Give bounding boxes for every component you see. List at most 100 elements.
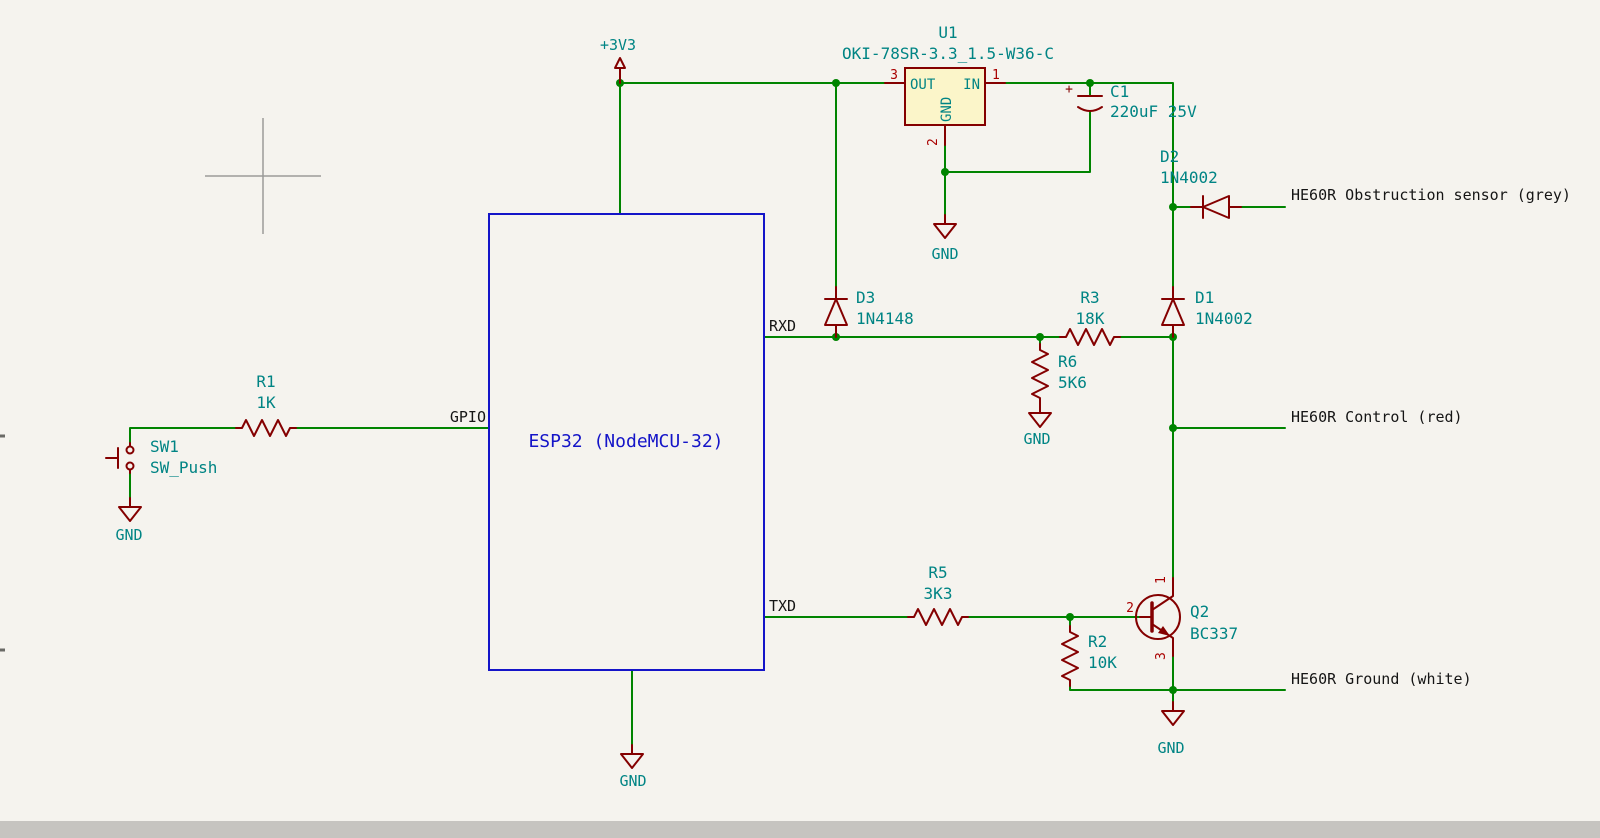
wires[interactable] [129, 82, 1286, 746]
d3-ref: D3 [856, 288, 875, 307]
d1-value: 1N4002 [1195, 309, 1253, 328]
component-d1-diode[interactable]: D1 1N4002 [1161, 286, 1253, 338]
component-r1-resistor[interactable]: R1 1K [235, 372, 297, 437]
component-r5-resistor[interactable]: R5 3K3 [907, 563, 969, 626]
component-d3-diode[interactable]: D3 1N4148 [824, 286, 914, 338]
q2-pin-number-3: 3 [1154, 652, 1169, 660]
r5-ref: R5 [928, 563, 947, 582]
junction-dot [1169, 203, 1177, 211]
junction-dot [1169, 686, 1177, 694]
gnd-power-symbol-r6[interactable]: GND [1023, 403, 1052, 448]
gnd-icon [118, 497, 142, 522]
c1-value: 220uF 25V [1110, 102, 1197, 121]
u1-pin-name-gnd: GND [939, 97, 955, 122]
q2-body [1135, 594, 1181, 640]
component-sw1-push-button[interactable]: SW1 SW_Push [105, 437, 217, 477]
resistor-icon [907, 608, 969, 626]
gnd-label: GND [1023, 430, 1050, 448]
esp32-sheet-outline [488, 213, 765, 671]
junction-dot [941, 168, 949, 176]
u1-pin-number-3: 3 [890, 68, 898, 83]
q2-emitter-pin [1151, 623, 1174, 657]
component-c1-capacitor[interactable]: + C1 220uF 25V [1065, 82, 1197, 121]
wire-segment[interactable] [1069, 685, 1174, 691]
component-r3-resistor[interactable]: R3 18K [1059, 288, 1121, 346]
wire-segment[interactable] [944, 110, 1091, 173]
diode-icon [1190, 195, 1242, 219]
diode-icon [1161, 286, 1185, 338]
r5-value: 3K3 [924, 584, 953, 603]
esp32-sheet-label: ESP32 (NodeMCU-32) [528, 431, 723, 452]
gnd-icon [1161, 701, 1185, 726]
r3-value: 18K [1076, 309, 1105, 328]
sw1-ref: SW1 [150, 437, 179, 456]
resistor-icon [1061, 625, 1079, 687]
component-r6-resistor[interactable]: R6 5K6 [1031, 343, 1087, 405]
component-r2-resistor[interactable]: R2 10K [1061, 625, 1117, 687]
d1-ref: D1 [1195, 288, 1214, 307]
gnd-icon [620, 744, 644, 769]
sw1-contact [125, 445, 135, 455]
canvas-bottom-band [0, 821, 1600, 838]
sw1-contact [125, 461, 135, 471]
c1-ref: C1 [1110, 82, 1129, 101]
esp32-pin-label-txd[interactable]: TXD [769, 597, 796, 615]
gnd-power-symbol-u1[interactable]: GND [931, 214, 959, 263]
junction-dot [832, 79, 840, 87]
q2-collector-pin [1151, 577, 1174, 611]
r6-ref: R6 [1058, 352, 1077, 371]
power-arrow-icon [614, 57, 626, 69]
gnd-power-symbol-q2[interactable]: GND [1157, 701, 1185, 757]
r2-value: 10K [1088, 653, 1117, 672]
u1-pin-number-2: 2 [926, 138, 941, 146]
d2-ref: D2 [1160, 147, 1179, 166]
d2-value: 1N4002 [1160, 168, 1218, 187]
power-3v3-label: +3V3 [600, 36, 636, 54]
gnd-label: GND [115, 526, 142, 544]
component-d2-diode[interactable]: D2 1N4002 [1160, 147, 1242, 219]
resistor-icon [1031, 343, 1049, 405]
c1-bottom-plate [1077, 106, 1103, 112]
junction-dot [1169, 424, 1177, 432]
component-q2-transistor[interactable]: 1 2 3 Q2 BC337 [1126, 576, 1238, 660]
junction-dot [1036, 333, 1044, 341]
net-label-obstruction-sensor[interactable]: HE60R Obstruction sensor (grey) [1291, 186, 1571, 204]
gnd-label: GND [931, 245, 958, 263]
q2-pin-number-2: 2 [1126, 601, 1134, 616]
esp32-sheet[interactable]: ESP32 (NodeMCU-32) [488, 213, 765, 671]
u1-pin-name-out: OUT [910, 77, 936, 93]
gnd-power-symbol-sw1[interactable]: GND [115, 497, 143, 544]
wire-segment[interactable] [129, 427, 237, 444]
r1-ref: R1 [256, 372, 275, 391]
r6-value: 5K6 [1058, 373, 1087, 392]
wire-segment[interactable] [1004, 82, 1174, 288]
r3-ref: R3 [1080, 288, 1099, 307]
u1-value: OKI-78SR-3.3_1.5-W36-C [842, 44, 1054, 63]
component-u1-regulator[interactable]: OUT IN GND 3 1 2 U1 OKI-78SR-3.3_1.5-W36… [842, 23, 1054, 146]
u1-pin-number-1: 1 [992, 68, 1000, 83]
q2-value: BC337 [1190, 624, 1238, 643]
resistor-icon [235, 419, 297, 437]
junction-dots [616, 79, 1177, 694]
power-3v3-symbol[interactable]: +3V3 [600, 36, 636, 84]
q2-pin-number-1: 1 [1154, 576, 1169, 584]
diode-icon [824, 286, 848, 338]
esp32-pin-label-rxd[interactable]: RXD [769, 317, 796, 335]
r2-ref: R2 [1088, 632, 1107, 651]
q2-ref: Q2 [1190, 602, 1209, 621]
cursor-crosshair [205, 118, 321, 234]
net-label-control[interactable]: HE60R Control (red) [1291, 408, 1463, 426]
gnd-power-symbol-esp32[interactable]: GND [619, 744, 647, 790]
u1-pin-name-in: IN [963, 77, 980, 93]
gnd-label: GND [1157, 739, 1184, 757]
u1-body [904, 67, 986, 126]
d3-value: 1N4148 [856, 309, 914, 328]
q2-emitter-arrow [1158, 626, 1170, 636]
junction-dot [1066, 613, 1074, 621]
sw1-value: SW_Push [150, 458, 217, 477]
net-label-ground[interactable]: HE60R Ground (white) [1291, 670, 1472, 688]
esp32-pin-label-gpio[interactable]: GPIO [450, 408, 486, 426]
junction-dot [1086, 79, 1094, 87]
gnd-icon [933, 214, 957, 239]
